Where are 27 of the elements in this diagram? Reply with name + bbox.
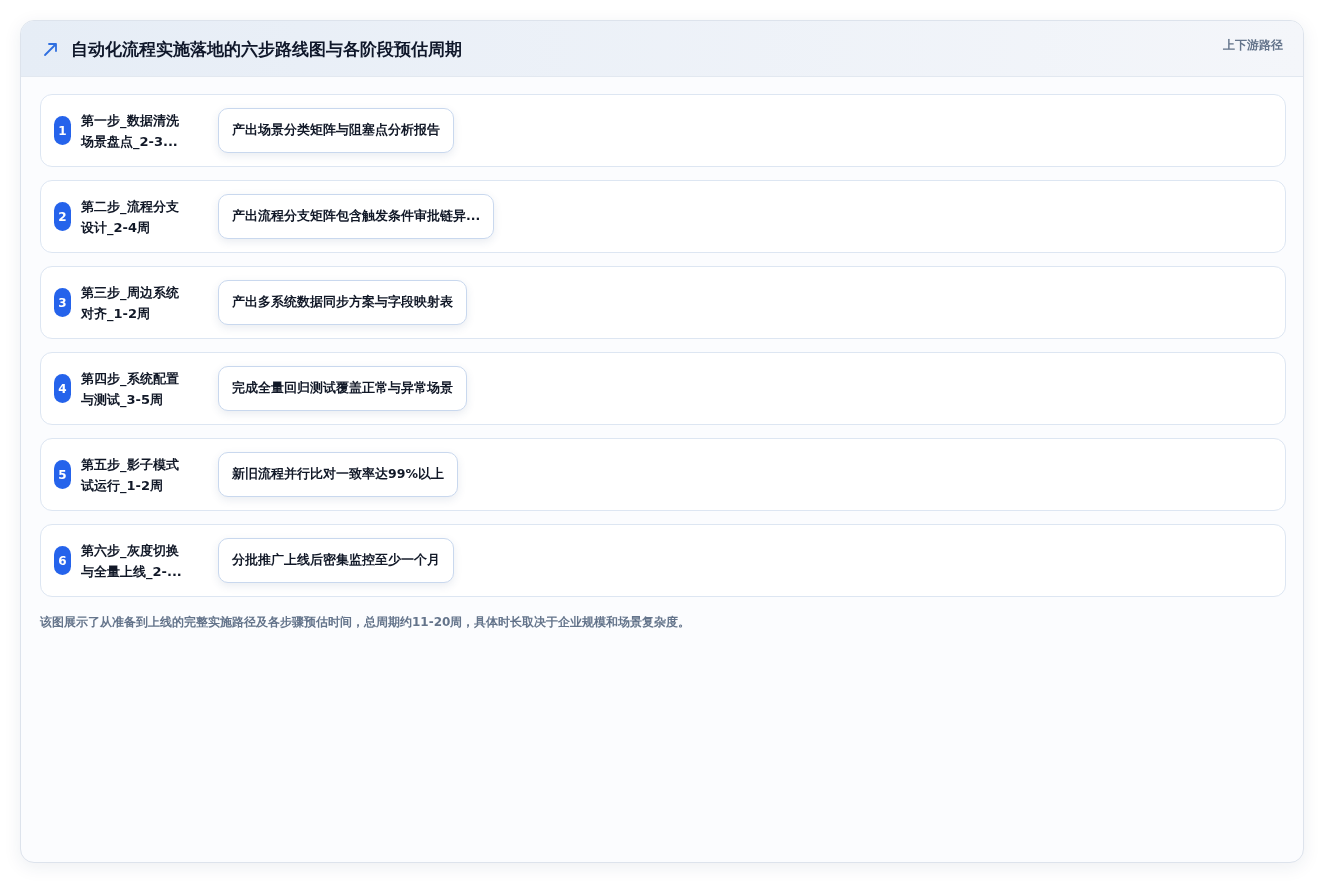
step-label: 第六步_灰度切换与全量上线_2-...: [81, 542, 183, 582]
deliverable-tag: 产出多系统数据同步方案与字段映射表: [218, 280, 467, 325]
step-label: 第一步_数据清洗场景盘点_2-3...: [81, 112, 180, 152]
step-label: 第二步_流程分支设计_2-4周: [81, 198, 180, 238]
number-badge: 2: [54, 202, 71, 231]
step-label: 第四步_系统配置与测试_3-5周: [81, 370, 180, 410]
step-row: [40, 524, 1286, 597]
number-badge: 5: [54, 460, 71, 489]
step-label: 第三步_周边系统对齐_1-2周: [81, 284, 180, 324]
deliverable-tag: 分批推广上线后密集监控至少一个月: [218, 538, 454, 583]
step-row: [40, 266, 1286, 339]
deliverable-tag: 新旧流程并行比对一致率达99%以上: [218, 452, 458, 497]
number-badge: 4: [54, 374, 71, 403]
diagram-title: 自动化流程实施落地的六步路线图与各阶段预估周期: [71, 38, 462, 61]
step-label: 第五步_影子模式试运行_1-2周: [81, 456, 180, 496]
step-row: [40, 180, 1286, 253]
deliverable-tag: 完成全量回归测试覆盖正常与异常场景: [218, 366, 467, 411]
step-row: [40, 438, 1286, 511]
header-note: 上下游路径: [1223, 37, 1283, 54]
caption: 该图展示了从准备到上线的完整实施路径及各步骤预估时间，总周期约11-20周，具体时长取决于企业规模和场景复杂度。: [40, 614, 691, 631]
deliverable-tag: 产出场景分类矩阵与阻塞点分析报告: [218, 108, 454, 153]
number-badge: 6: [54, 546, 71, 575]
number-badge: 1: [54, 116, 71, 145]
step-row: [40, 352, 1286, 425]
step-row: [40, 94, 1286, 167]
deliverable-tag: 产出流程分支矩阵包含触发条件审批链异...: [218, 194, 495, 239]
number-badge: 3: [54, 288, 71, 317]
